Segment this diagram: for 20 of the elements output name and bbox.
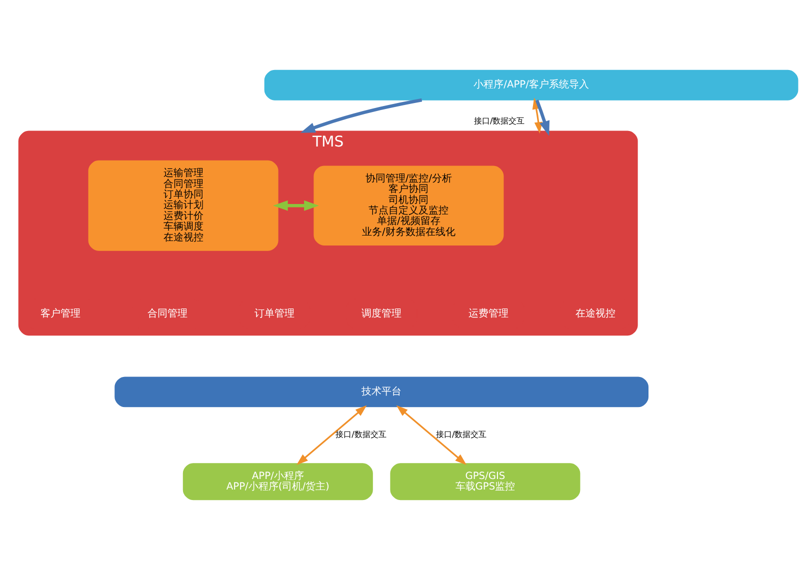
arrow <box>272 200 319 211</box>
node-text: 合同管理 <box>148 308 188 320</box>
node-box: APP/小程序 APP/小程序(司机/货主) <box>182 463 373 500</box>
node-text: 调度管理 <box>362 308 402 320</box>
edge-label: 接口/数据交互 <box>436 429 487 440</box>
node-box: 协同管理/监控/分析 客户协同 司机协同 节点自定义及监控 单据/视频留存 业务/财务数据在线化 <box>314 166 504 246</box>
edge-label: 接口/数据交互 <box>474 115 525 126</box>
edge-label: 接口/数据交互 <box>336 429 386 440</box>
arrow <box>535 100 550 136</box>
arrow <box>396 405 467 465</box>
node-text: 在途视控 <box>575 308 616 320</box>
arrow <box>300 98 422 133</box>
node-text: 运费管理 <box>468 308 508 320</box>
node-box: 技术平台 <box>114 376 648 408</box>
node-text: 客户管理 <box>40 308 81 320</box>
node-box: GPS/GIS 车载GPS监控 <box>390 463 580 500</box>
node-box: 小程序/APP/客户系统导入 <box>264 70 798 100</box>
node-box: 运输管理 合同管理 订单协同 运输计划 运费计价 车辆调度 在途视控 <box>88 160 278 251</box>
node-text: 订单管理 <box>254 308 295 320</box>
arrow <box>296 405 367 465</box>
